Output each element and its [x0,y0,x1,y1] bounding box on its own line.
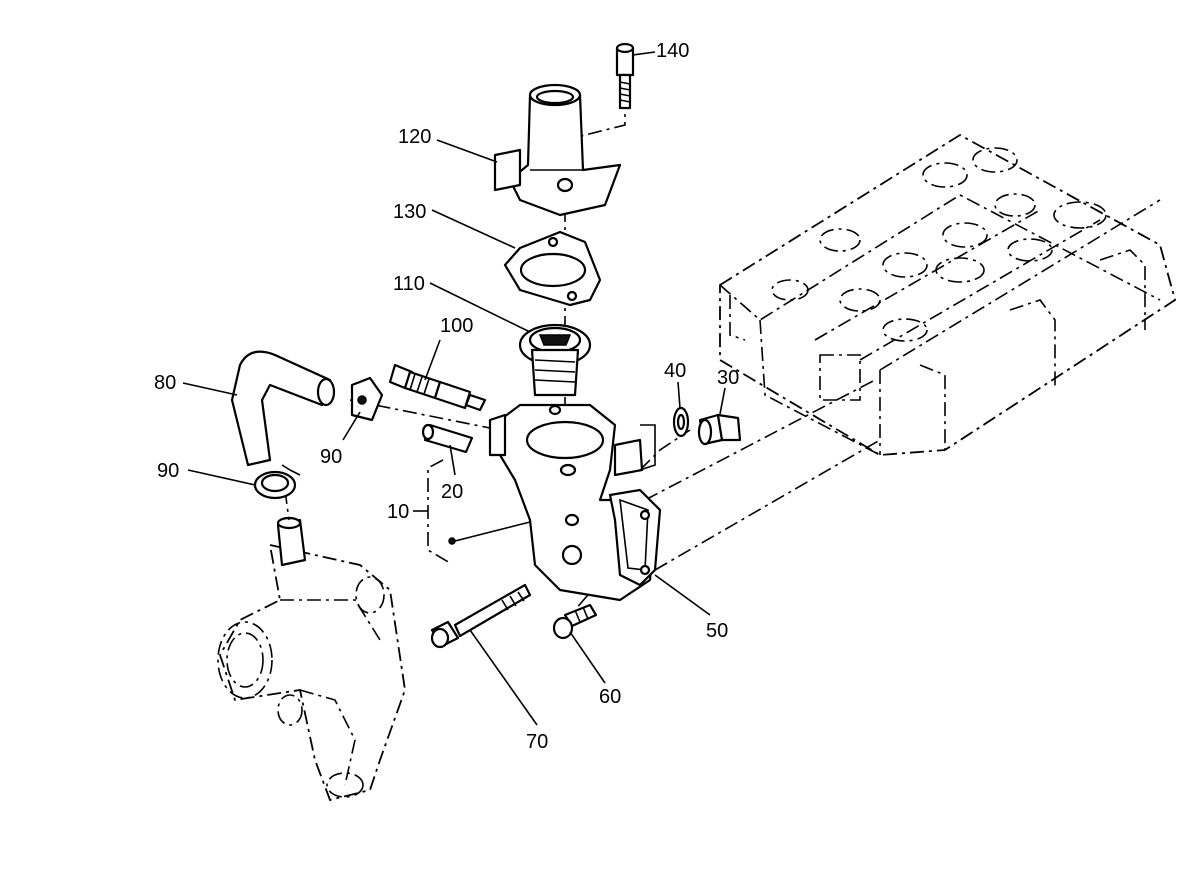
callout-30: 30 [717,367,739,389]
callout-90-top: 90 [320,446,342,468]
callout-100: 100 [440,315,473,337]
callout-40: 40 [664,360,686,382]
hose-clip-90-bottom [253,464,301,500]
callout-140: 140 [656,40,689,62]
leader-lines [182,51,726,726]
group-bracket-10 [427,459,456,564]
callout-labels: 140 120 130 110 100 80 90 90 20 10 40 30… [154,40,739,753]
water-pump-ghost [217,516,406,802]
callout-60: 60 [599,686,621,708]
washer-40 [672,406,690,438]
gasket-50 [608,488,662,587]
callout-120: 120 [398,126,431,148]
plug-30 [697,413,742,446]
pipe-20 [421,423,474,454]
callout-80: 80 [154,372,176,394]
thermostat-housing-10 [488,403,657,602]
callout-130: 130 [393,201,426,223]
thermostat-110 [518,323,592,397]
hose-clip-90-top [350,376,384,422]
callout-20: 20 [441,481,463,503]
callout-90-bottom: 90 [157,460,179,482]
cylinder-head-ghost [719,133,1177,456]
bolt-70 [430,583,532,649]
callout-50: 50 [706,620,728,642]
callout-70: 70 [526,731,548,753]
callout-110: 110 [393,273,425,295]
bolt-140 [615,42,635,110]
callout-10: 10 [387,501,409,523]
temp-sender-100 [388,363,487,412]
bolt-60 [552,603,598,640]
gasket-130 [503,230,602,307]
bypass-hose-80 [230,350,336,467]
water-flange-120 [493,83,622,217]
